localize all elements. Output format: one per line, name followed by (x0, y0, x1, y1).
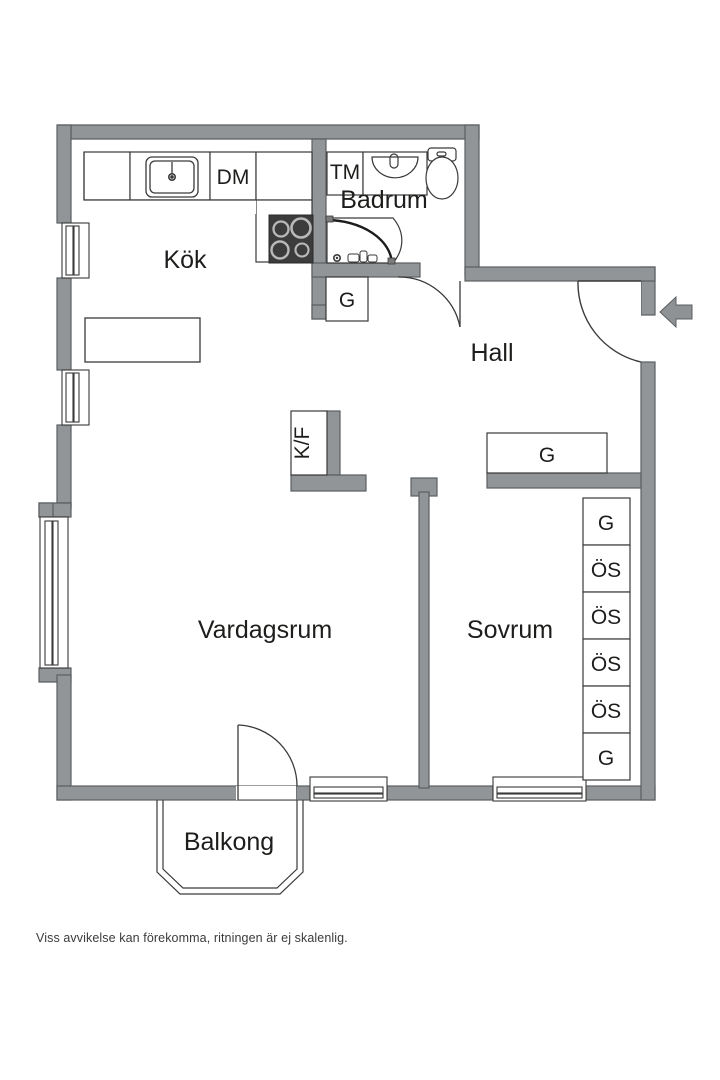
window-kitchen-lower (61, 369, 90, 426)
bathroom-door[interactable] (397, 263, 461, 328)
wall-right-2 (640, 361, 656, 801)
appliance-label-kf: K/F (291, 427, 314, 460)
closet-label-g-bottom: G (598, 747, 614, 770)
wall-left-4 (56, 674, 72, 801)
wall-left-bay-corner-top (38, 502, 54, 518)
washbasin-icon (362, 151, 428, 196)
closet-label-os-3: ÖS (591, 653, 621, 676)
closet-label-os-2: ÖS (591, 606, 621, 629)
fridge-freezer-box (290, 410, 328, 476)
closet-label-kitchen-g: G (339, 289, 355, 312)
appliance-label-tm: TM (330, 161, 360, 184)
wall-bottom-jamb-1 (295, 785, 311, 801)
wall-badrum-bottom (311, 262, 421, 278)
room-label-badrum: Badrum (340, 186, 428, 214)
window-living-left (39, 516, 69, 669)
labels: Kök Badrum Hall Vardagsrum Sovrum Balkon… (163, 161, 621, 856)
sink-icon (145, 156, 199, 198)
appliance-label-dm: DM (217, 166, 250, 189)
room-label-kok: Kök (163, 246, 207, 274)
entrance-arrow (659, 295, 693, 329)
room-label-sovrum: Sovrum (467, 616, 553, 644)
window-bedroom-bottom (492, 776, 587, 802)
wall-left-2 (56, 277, 72, 371)
wall-kf-horizontal (290, 474, 367, 492)
stove-icon (268, 214, 314, 264)
shower-icon (325, 215, 403, 265)
room-label-balkong: Balkong (184, 828, 274, 856)
closet-label-hall-g: G (539, 444, 555, 467)
closet-kitchen-g-box (325, 276, 369, 322)
wall-hall-top (464, 266, 656, 282)
wall-left-3 (56, 424, 72, 509)
wall-kitchen-badrum (311, 138, 327, 320)
windows (39, 222, 587, 802)
wall-partition (418, 491, 430, 789)
closet-label-os-1: ÖS (591, 559, 621, 582)
wall-hall-closet-bottom (486, 472, 642, 489)
disclaimer-caption: Viss avvikelse kan förekomma, ritningen … (36, 931, 348, 945)
closet-label-os-4: ÖS (591, 700, 621, 723)
closet-label-g-top: G (598, 512, 614, 535)
window-living-bottom (309, 776, 388, 802)
closet-boxes (325, 276, 631, 781)
room-label-vardagsrum: Vardagsrum (198, 616, 332, 644)
balcony (156, 800, 304, 895)
wall-bottom-2 (386, 785, 494, 801)
kitchen-island (84, 317, 201, 363)
wall-kitchen-badrum-stub (311, 304, 327, 320)
washing-machine-box (326, 151, 364, 196)
toilet-icon (425, 147, 459, 200)
closet-hall-g-box (486, 432, 608, 474)
room-label-hall: Hall (470, 339, 513, 367)
wall-top (57, 124, 480, 140)
window-kitchen-upper (61, 222, 90, 279)
closet-g-bottom-box (582, 732, 631, 781)
wall-kf-vertical (325, 410, 341, 476)
wall-badrum-right (464, 124, 480, 276)
balcony-door[interactable] (236, 724, 298, 801)
wall-left-1 (56, 124, 72, 224)
entrance-door[interactable] (577, 280, 642, 363)
